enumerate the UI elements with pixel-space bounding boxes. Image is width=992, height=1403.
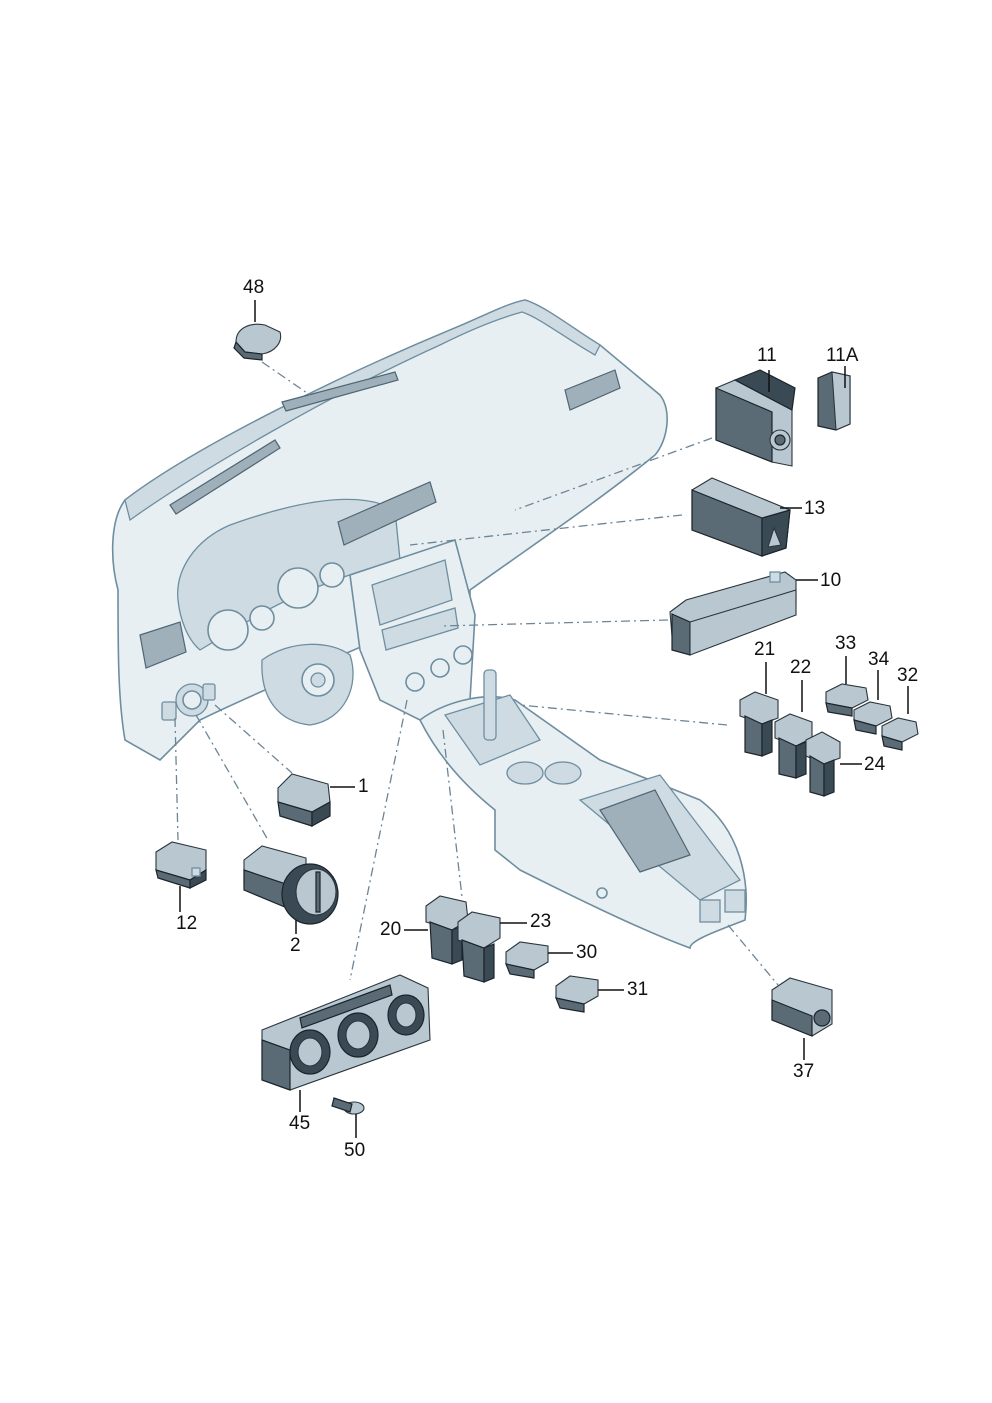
part-label-30: 30 bbox=[576, 942, 598, 963]
part-label-2: 2 bbox=[290, 935, 301, 956]
part-31-blank bbox=[555, 975, 599, 1013]
part-label-10: 10 bbox=[820, 570, 842, 591]
part-label-20: 20 bbox=[380, 919, 402, 940]
part-label-24: 24 bbox=[864, 754, 886, 775]
dashboard-assembly bbox=[111, 299, 668, 761]
part-13-hazard-switch bbox=[691, 477, 791, 557]
part-label-23: 23 bbox=[530, 911, 552, 932]
part-11a-cover bbox=[817, 371, 851, 431]
part-label-11a: 11A bbox=[826, 345, 859, 366]
part-label-11: 11 bbox=[757, 345, 777, 366]
part-48-sensor bbox=[233, 323, 282, 361]
part-1-switch bbox=[277, 773, 331, 828]
leader-lines bbox=[179, 300, 909, 1138]
part-label-45: 45 bbox=[289, 1113, 311, 1134]
part-label-37: 37 bbox=[793, 1061, 815, 1082]
part-label-13: 13 bbox=[804, 498, 826, 519]
reference-lines bbox=[174, 361, 779, 986]
part-label-33: 33 bbox=[835, 633, 857, 654]
part-23-switch bbox=[457, 911, 501, 983]
part-11-switch bbox=[715, 369, 796, 467]
part-label-12: 12 bbox=[176, 913, 198, 934]
part-12-switch bbox=[155, 841, 207, 889]
part-50-screw bbox=[331, 1097, 365, 1115]
part-32-blank bbox=[881, 717, 919, 751]
part-24-switch bbox=[805, 731, 841, 797]
part-22-switch bbox=[774, 713, 813, 779]
part-label-21: 21 bbox=[754, 639, 776, 660]
part-33-blank bbox=[825, 683, 869, 717]
part-10-switch-bar bbox=[669, 571, 797, 656]
part-label-32: 32 bbox=[897, 665, 919, 686]
part-label-22: 22 bbox=[790, 657, 812, 678]
part-label-31: 31 bbox=[627, 979, 649, 1000]
part-label-34: 34 bbox=[868, 649, 890, 670]
part-20-switch bbox=[425, 895, 469, 965]
part-30-blank bbox=[505, 941, 549, 979]
center-console bbox=[418, 669, 747, 950]
part-label-50: 50 bbox=[344, 1140, 366, 1161]
part-37-seat-heater-switch bbox=[771, 977, 833, 1037]
part-2-rotary-switch bbox=[243, 845, 339, 925]
part-label-48: 48 bbox=[243, 277, 265, 298]
part-34-blank bbox=[853, 701, 893, 735]
part-21-switch bbox=[739, 691, 779, 757]
part-label-1: 1 bbox=[358, 776, 369, 797]
part-45-climate-control bbox=[261, 974, 431, 1091]
